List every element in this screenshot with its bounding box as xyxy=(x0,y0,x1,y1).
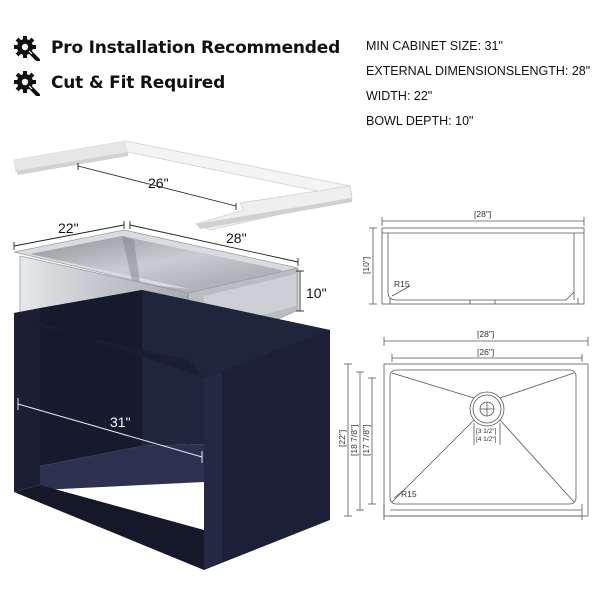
side-view-drawing xyxy=(369,217,585,305)
top-inner-length-label: [26"] xyxy=(477,347,494,357)
side-depth-label: [10"] xyxy=(361,257,371,274)
bowl-depth-dimension xyxy=(296,270,304,312)
top-width-b-label: [17 7/8"] xyxy=(361,425,371,456)
side-length-label: [28"] xyxy=(474,209,491,219)
sink-length-label: 28" xyxy=(226,230,247,246)
cutout-template xyxy=(13,140,353,231)
bowl-depth-label: 10" xyxy=(306,285,327,301)
top-width-a-label: [18 7/8"] xyxy=(349,425,359,456)
side-radius-label: R15 xyxy=(394,279,410,289)
cabinet-width-dimension xyxy=(17,398,203,463)
spec-width: WIDTH: 22" xyxy=(366,89,433,103)
cabinet-width-label: 31" xyxy=(110,414,131,430)
template-width-dimension xyxy=(77,163,237,210)
feature-label: Pro Installation Recommended xyxy=(51,38,341,58)
gear-wrench-icon xyxy=(14,71,40,96)
drain-inner-label: [3 1/2"] xyxy=(476,428,497,435)
template-width-label: 26" xyxy=(148,175,169,191)
top-overall-length-label: [28"] xyxy=(477,329,494,339)
top-overall-width-label: [22"] xyxy=(337,430,347,447)
sink-width-label: 22" xyxy=(58,220,79,236)
feature-label: Cut & Fit Required xyxy=(51,73,226,93)
feature-cut-fit: Cut & Fit Required xyxy=(14,70,225,96)
spec-external-length: EXTERNAL DIMENSIONSLENGTH: 28" xyxy=(366,64,591,78)
spec-cabinet-size: MIN CABINET SIZE: 31" xyxy=(366,39,503,53)
drain-outer-label: [4 1/2"] xyxy=(476,436,497,443)
top-view-drawing xyxy=(344,337,589,520)
base-cabinet xyxy=(14,290,330,570)
top-radius-label: R15 xyxy=(401,489,417,499)
feature-pro-installation: Pro Installation Recommended xyxy=(14,35,340,61)
spec-bowl-depth: BOWL DEPTH: 10" xyxy=(366,114,474,128)
gear-wrench-icon xyxy=(14,36,40,61)
sink-length-dimension xyxy=(129,221,299,266)
sink-width-dimension xyxy=(13,221,125,250)
